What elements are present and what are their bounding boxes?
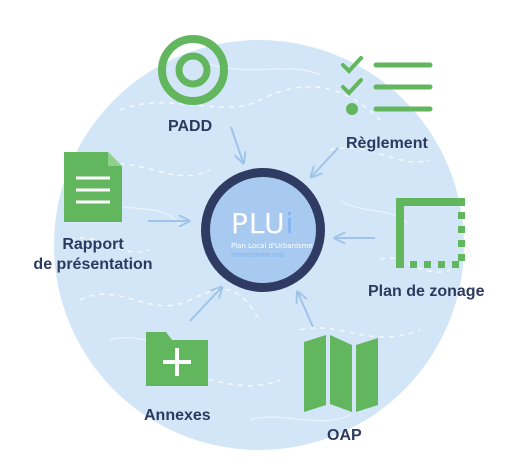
document-icon: [64, 152, 122, 222]
label-plan-de-zonage: Plan de zonage: [368, 283, 485, 300]
hub-title: PLUi: [231, 207, 295, 240]
folder-add-icon: [146, 332, 208, 386]
arrow-padd: [230, 126, 243, 162]
label-padd: PADD: [168, 118, 213, 135]
label-oap: OAP: [327, 427, 362, 444]
label-reglement: Règlement: [346, 135, 428, 152]
target-icon: [158, 35, 228, 105]
hub-subtitle-accent: intercommunal: [231, 251, 285, 259]
zoning-plan-icon: [396, 198, 465, 268]
arrow-reglement: [312, 147, 339, 176]
arrow-oap: [298, 293, 314, 328]
arrow-annexes: [189, 288, 221, 322]
label-annexes: Annexes: [144, 407, 211, 424]
map-icon: [304, 335, 378, 412]
label-rapport: Rapport de présentation: [33, 236, 153, 273]
checklist-icon: [341, 56, 433, 115]
hub-inner: [210, 177, 316, 283]
hub-subtitle: Plan Local d'Urbanisme: [231, 242, 313, 250]
